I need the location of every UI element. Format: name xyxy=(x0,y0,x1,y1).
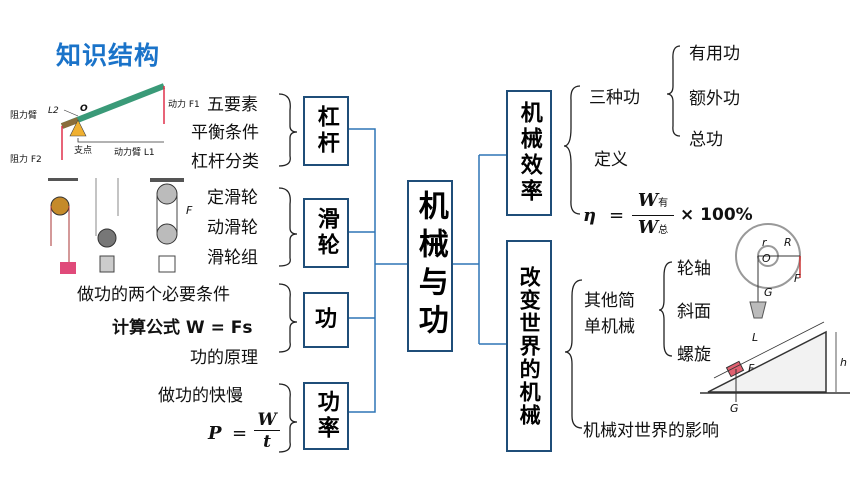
incline-l-label: L xyxy=(752,331,759,344)
pulley-item-2: 动滑轮 xyxy=(207,218,258,238)
resist-f2-label: 阻力 F2 xyxy=(10,155,42,165)
wa-r-label: r xyxy=(762,236,767,249)
page-title: 知识结构 xyxy=(56,41,161,70)
three-work-label: 三种功 xyxy=(589,88,640,108)
work-box: 功 xyxy=(303,292,349,348)
fulcrum-label: 支点 xyxy=(74,146,93,156)
eta-num-w: W xyxy=(637,190,659,211)
wa-f-label: F xyxy=(794,272,801,285)
work-item-2: 计算公式 W = Fs xyxy=(112,318,253,338)
power-box: 功率 xyxy=(303,382,349,450)
other-machines-label: 其他简单机械 xyxy=(584,291,635,337)
work-type-extra: 额外功 xyxy=(689,89,740,109)
pivot-o-label: O xyxy=(80,104,88,114)
incline-g-label: G xyxy=(730,402,739,415)
pulley-item-1: 定滑轮 xyxy=(207,188,258,208)
power-formula-num: W xyxy=(254,410,280,431)
impact-label: 机械对世界的影响 xyxy=(583,421,719,441)
machine-wheel-axle: 轮轴 xyxy=(677,259,711,279)
center-box: 机械与功 xyxy=(407,180,453,352)
pulley-illustration xyxy=(48,178,184,274)
power-formula-den: t xyxy=(263,432,271,452)
efficiency-box: 机械效率 xyxy=(506,90,552,216)
machine-incline: 斜面 xyxy=(677,302,711,322)
power-formula-eq: = xyxy=(232,423,248,444)
work-type-total: 总功 xyxy=(689,130,723,150)
power-formula-lhs: P xyxy=(208,423,222,444)
wa-g-label: G xyxy=(764,286,773,299)
work-item-1: 做功的两个必要条件 xyxy=(77,285,230,305)
eta-formula-fraction: W有 W总 xyxy=(632,190,674,243)
force-f1-label: 动力 F1 xyxy=(168,100,200,110)
lever-illustration xyxy=(60,83,166,160)
resist-arm-label: 阻力臂 xyxy=(10,111,38,121)
lever-item-1: 五要素 xyxy=(207,95,258,115)
lever-box: 杠杆 xyxy=(303,96,349,166)
wheel-axle-illustration xyxy=(735,223,801,319)
wa-R-label: R xyxy=(784,236,792,249)
work-item-3: 功的原理 xyxy=(190,348,258,368)
work-type-useful: 有用功 xyxy=(689,44,740,64)
change-world-box: 改变世界的机械 xyxy=(506,240,552,452)
pulley-item-3: 滑轮组 xyxy=(207,248,258,268)
incline-illustration xyxy=(700,321,850,402)
eta-den-w: W xyxy=(637,217,659,238)
incline-f-label: F xyxy=(748,362,755,375)
wa-o-label: O xyxy=(762,252,771,265)
lever-item-3: 杠杆分类 xyxy=(191,152,259,172)
eta-symbol: η xyxy=(583,205,597,226)
power-item-1: 做功的快慢 xyxy=(158,386,243,406)
pulley-f-label: F xyxy=(186,204,193,217)
force-arm-label: 动力臂 L1 xyxy=(114,148,155,158)
eta-times-100: × 100% xyxy=(680,205,753,225)
power-formula-fraction: W t xyxy=(254,410,280,453)
definition-label: 定义 xyxy=(594,150,628,170)
lever-item-2: 平衡条件 xyxy=(191,123,259,143)
eta-formula-eq: = xyxy=(609,205,625,226)
eta-den-sub: 总 xyxy=(658,225,669,236)
eta-num-sub: 有 xyxy=(658,198,669,209)
machine-screw: 螺旋 xyxy=(677,345,711,365)
incline-h-label: h xyxy=(840,356,847,369)
l2-label: L2 xyxy=(48,106,59,116)
pulley-box: 滑轮 xyxy=(303,198,349,268)
